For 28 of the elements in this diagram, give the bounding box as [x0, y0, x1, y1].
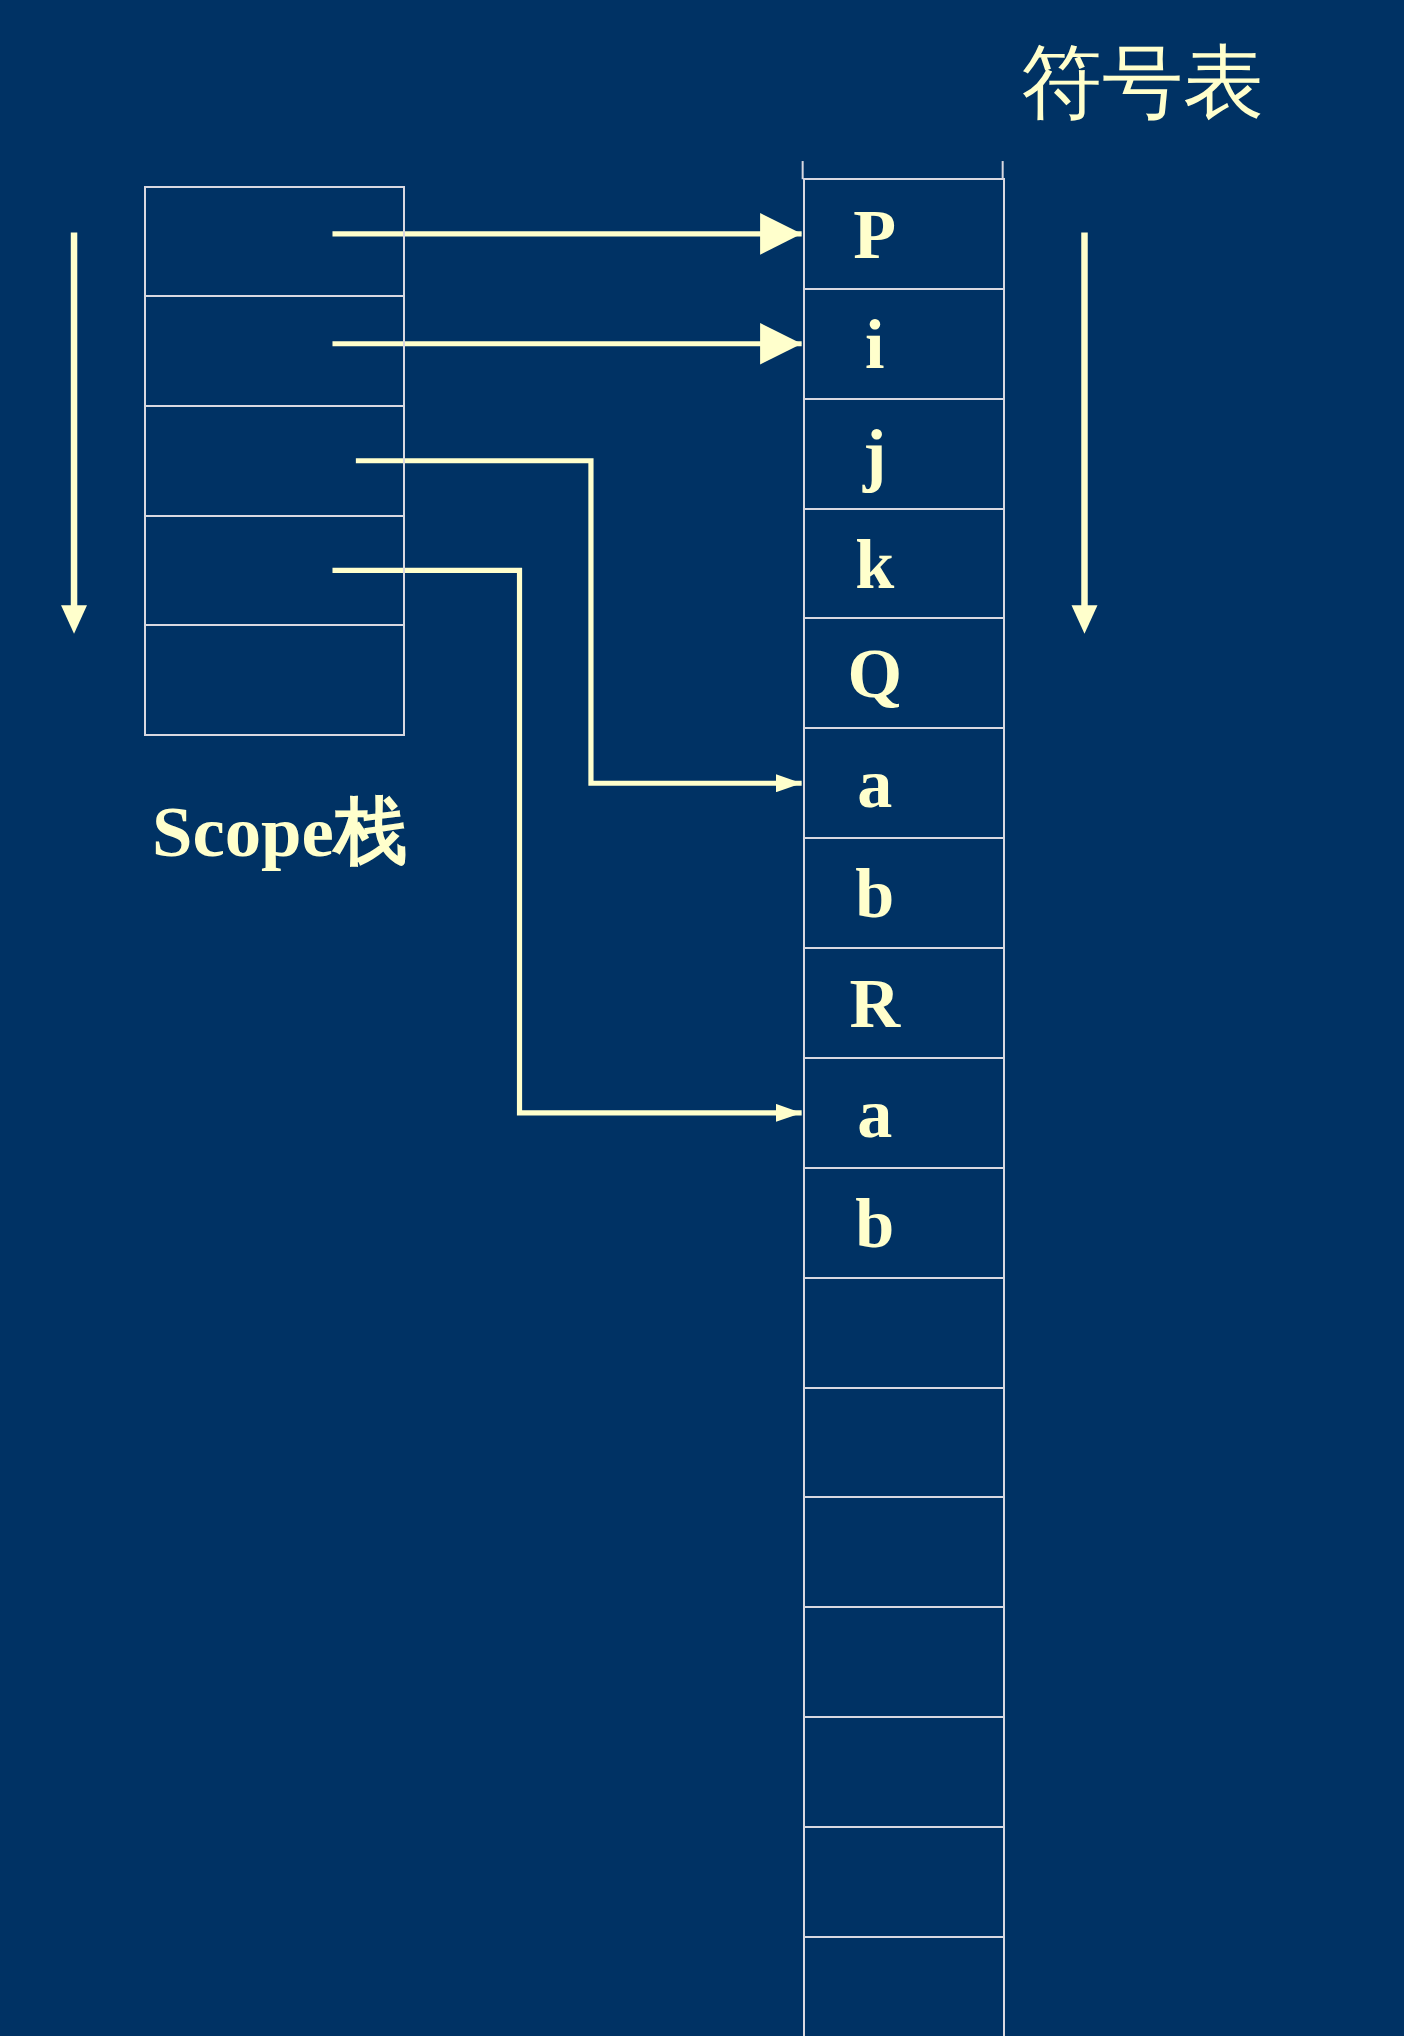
table-row: Q: [802, 617, 1006, 730]
table-row: b: [802, 1166, 1006, 1279]
table-row: i: [802, 287, 1006, 400]
empty-row: [802, 1716, 1006, 1829]
table-row: k: [802, 507, 1006, 620]
table-row: b: [802, 837, 1006, 950]
table-row: a: [802, 1056, 1006, 1169]
empty-row: [802, 1606, 1006, 1719]
stack-cell: [144, 514, 406, 627]
stack-heading: Scope栈: [151, 796, 407, 869]
empty-row: [802, 1386, 1006, 1499]
table-row: R: [802, 947, 1006, 1059]
empty-row: [802, 1935, 1006, 2036]
arrow: [332, 567, 802, 1122]
stack-cell: [144, 404, 406, 517]
stack-cell: [144, 624, 406, 736]
empty-row: [802, 1276, 1006, 1389]
arrow: [332, 322, 802, 365]
arrow: [355, 458, 802, 793]
table-row: a: [802, 727, 1006, 840]
empty-row: [802, 1496, 1006, 1609]
table-row: j: [802, 397, 1006, 510]
arrow: [332, 213, 802, 255]
empty-row: [802, 1826, 1006, 1938]
table-row: P: [802, 177, 1006, 290]
stack-cell: [144, 295, 406, 407]
stack-cell: [144, 185, 406, 298]
table-heading: 符号表: [1020, 38, 1264, 128]
